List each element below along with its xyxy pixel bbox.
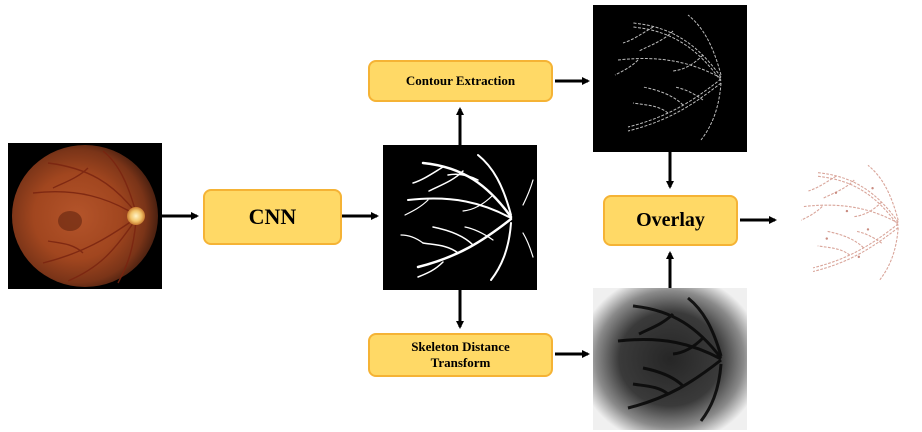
fundus-image: [8, 143, 162, 289]
cnn-box: CNN: [203, 189, 342, 245]
skeleton-distance-transform-box: Skeleton Distance Transform: [368, 333, 553, 377]
contour-image: [593, 5, 747, 152]
segmentation-image: [383, 145, 537, 290]
skeleton-label-line1: Skeleton Distance: [411, 339, 510, 354]
distance-map-image: [593, 288, 747, 430]
contour-extraction-label: Contour Extraction: [405, 73, 516, 88]
overlay-label: Overlay: [636, 209, 705, 231]
skeleton-label-line2: Transform: [430, 355, 491, 370]
contour-extraction-box: Contour Extraction: [368, 60, 553, 102]
cnn-label: CNN: [248, 204, 297, 229]
overlay-box: Overlay: [603, 195, 738, 246]
overlay-result-image: [781, 150, 922, 296]
